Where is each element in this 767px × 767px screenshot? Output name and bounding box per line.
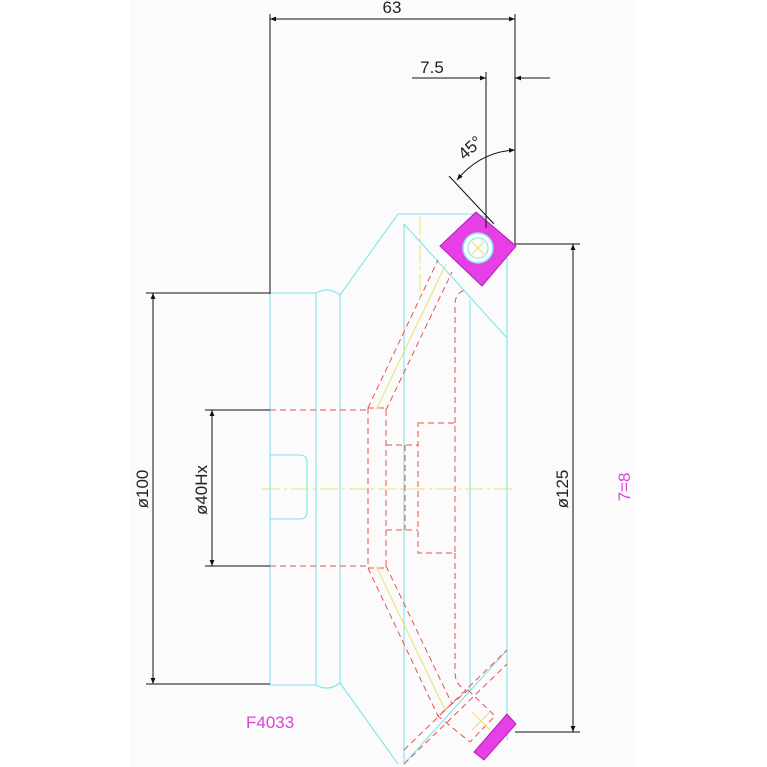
- lower-bearing-section: [471, 711, 517, 761]
- dim-label-diameter-100: ø100: [133, 470, 152, 509]
- dim-label-diameter-125: ø125: [553, 470, 572, 509]
- part-code-label: F4033: [246, 713, 294, 732]
- dimension-bore-40: [205, 409, 270, 567]
- dimension-63: [269, 14, 516, 294]
- dimension-angle-45: [448, 147, 516, 225]
- drawing-sheet: [130, 0, 635, 767]
- dimension-diameter-125: [515, 243, 580, 733]
- hidden-lines: [270, 259, 508, 765]
- center-lines: [262, 216, 515, 713]
- side-note: 7=8: [615, 473, 634, 502]
- dim-label-7-5: 7.5: [420, 58, 444, 77]
- dim-label-63: 63: [383, 0, 402, 17]
- dim-label-bore: ø40Hx: [192, 464, 211, 515]
- dimension-diameter-100: [146, 292, 270, 685]
- upper-bearing-section: [439, 211, 517, 287]
